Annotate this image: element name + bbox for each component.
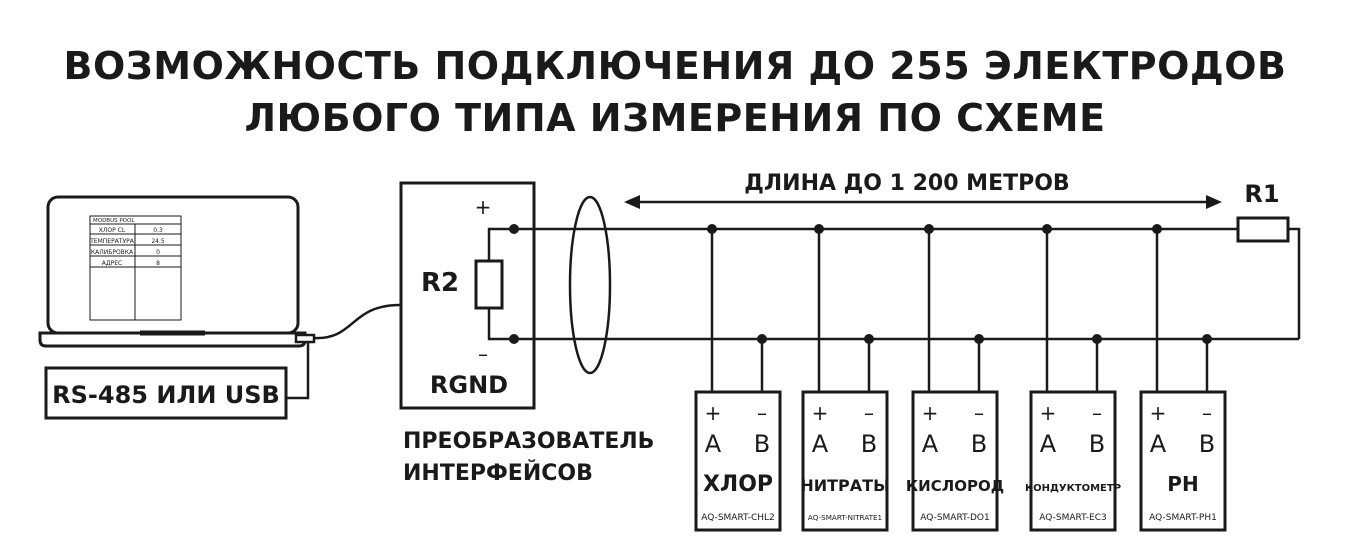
- device-minus: –: [864, 401, 874, 425]
- device-terminal-b: B: [754, 430, 770, 458]
- device-terminal-a: A: [1150, 430, 1167, 458]
- screen-row-label: АДРЕС: [102, 260, 122, 267]
- device-terminal-a: A: [812, 430, 829, 458]
- junction-dot: [814, 224, 824, 234]
- converter-ground-label: RGND: [430, 371, 508, 399]
- device-module: + – A B КИСЛОРОД AQ-SMART-DO1: [906, 224, 1004, 532]
- device-name: PH: [1167, 472, 1198, 496]
- junction-dot: [509, 224, 519, 234]
- junction-dot: [924, 224, 934, 234]
- junction-dot: [757, 334, 767, 344]
- device-plus: +: [705, 401, 722, 425]
- junction-dot: [707, 224, 717, 234]
- device-module: + – A B НИТРАТЫ AQ-SMART-NITRATE1: [800, 224, 890, 532]
- device-plus: +: [812, 401, 829, 425]
- device-model: AQ-SMART-EC3: [1039, 513, 1106, 523]
- device-terminal-b: B: [1199, 430, 1215, 458]
- usb-cable: [286, 303, 401, 400]
- title-line-1: ВОЗМОЖНОСТЬ ПОДКЛЮЧЕНИЯ ДО 255 ЭЛЕКТРОДО…: [63, 44, 1287, 88]
- device-model: AQ-SMART-NITRATE1: [808, 513, 882, 522]
- device-model: AQ-SMART-PH1: [1149, 513, 1217, 523]
- device-plus: +: [1040, 401, 1057, 425]
- laptop-icon: [38, 195, 307, 348]
- screen-row-value: 8: [156, 260, 160, 267]
- converter-caption-1: ПРЕОБРАЗОВАТЕЛЬ: [403, 429, 654, 454]
- device-modules: + – A B ХЛОР AQ-SMART-CHL2 + – A B НИТРАТЫ AQ-SMART…: [694, 224, 1227, 532]
- laptop-screen: [58, 208, 288, 324]
- screen-row-value: 24.5: [151, 238, 165, 245]
- screen-title: MODBUS POOL: [93, 218, 135, 224]
- length-label: ДЛИНА ДО 1 200 МЕТРОВ: [744, 171, 1069, 196]
- device-minus: –: [1202, 401, 1212, 425]
- converter-caption-2: ИНТЕРФЕЙСОВ: [403, 460, 593, 486]
- device-terminal-a: A: [922, 430, 939, 458]
- device-box: [1139, 390, 1227, 532]
- device-terminal-b: B: [861, 430, 877, 458]
- device-module: + – A B КОНДУКТОМЕТР AQ-SMART-EC3: [1025, 224, 1121, 532]
- cable-to-label: [286, 342, 310, 400]
- junction-dot: [1092, 334, 1102, 344]
- resistor-r1: [1236, 216, 1290, 243]
- device-minus: –: [974, 401, 984, 425]
- device-terminal-a: A: [705, 430, 722, 458]
- converter-box: [399, 181, 536, 410]
- screen-row-label: ХЛОР CL: [99, 227, 126, 234]
- device-module: + – A B ХЛОР AQ-SMART-CHL2: [694, 224, 782, 532]
- device-terminal-b: B: [1089, 430, 1105, 458]
- device-box: [694, 390, 782, 532]
- terminator-return: [1288, 227, 1301, 339]
- junction-dot: [864, 334, 874, 344]
- screen-row-label: КАЛИБРОВКА: [91, 249, 134, 256]
- converter-minus: –: [478, 342, 488, 366]
- screen-row-label: ТЕМПЕРАТУРА: [89, 238, 135, 245]
- junction-dot: [1042, 224, 1052, 234]
- length-arrow: [624, 195, 1222, 209]
- junction-dot: [1152, 224, 1162, 234]
- device-box: [801, 390, 889, 532]
- screen-row-value: 0: [156, 249, 160, 256]
- converter-plus: +: [475, 195, 492, 219]
- connection-label-box: [44, 366, 288, 420]
- cable-to-converter: [313, 303, 401, 340]
- twisted-pair-symbol: [568, 195, 612, 375]
- device-name: КОНДУКТОМЕТР: [1025, 483, 1121, 494]
- r2-leads: [487, 227, 514, 341]
- arrow-left-head: [624, 195, 640, 209]
- junction-dot: [974, 334, 984, 344]
- junction-dot: [1202, 334, 1212, 344]
- screen-table: [89, 215, 182, 321]
- device-terminal-b: B: [971, 430, 987, 458]
- terminator-label: R1: [1244, 180, 1279, 208]
- device-box: [1029, 390, 1117, 532]
- device-module: + – A BPH AQ-SMART-PH1: [1139, 224, 1227, 532]
- device-terminal-a: A: [1040, 430, 1057, 458]
- device-model: AQ-SMART-DO1: [920, 513, 989, 523]
- device-name: КИСЛОРОД: [906, 477, 1004, 495]
- junction-dot: [509, 334, 519, 344]
- junction-dots: [509, 224, 519, 344]
- device-plus: +: [1150, 401, 1167, 425]
- device-minus: –: [1092, 401, 1102, 425]
- bus-lines: [514, 227, 1301, 341]
- arrow-right-head: [1206, 195, 1222, 209]
- title-line-2: ЛЮБОГО ТИПА ИЗМЕРЕНИЯ ПО СХЕМЕ: [244, 96, 1106, 140]
- screen-row-value: 0.3: [153, 227, 163, 234]
- converter-resistor-label: R2: [421, 268, 459, 298]
- device-model: AQ-SMART-CHL2: [701, 513, 775, 523]
- resistor-r2: [474, 259, 504, 310]
- device-minus: –: [757, 401, 767, 425]
- usb-plug: [294, 333, 316, 344]
- device-name: НИТРАТЫ: [800, 476, 889, 495]
- device-plus: +: [922, 401, 939, 425]
- device-name: ХЛОР: [703, 472, 773, 497]
- connection-label: RS-485 ИЛИ USB: [52, 381, 280, 409]
- device-box: [911, 390, 999, 532]
